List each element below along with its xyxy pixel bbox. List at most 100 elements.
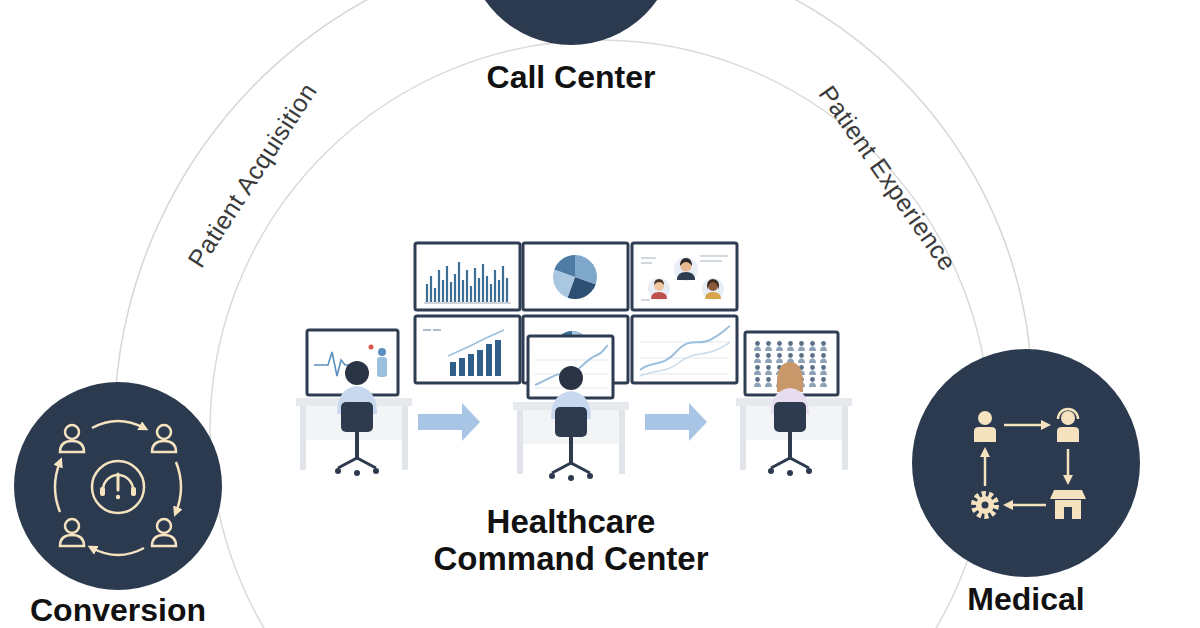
chart-axis [424, 303, 511, 304]
wall-screen [632, 316, 737, 383]
orbit-connector [117, 0, 468, 382]
circle-outline [466, 0, 676, 45]
chair-back [774, 402, 806, 432]
chair-wheel [354, 470, 360, 476]
flow-arrow [418, 403, 480, 441]
person-icon [152, 425, 176, 452]
desk-leg [740, 406, 746, 470]
bar [468, 354, 474, 376]
pie-slice [554, 255, 575, 277]
person-icon [60, 519, 84, 546]
bar [486, 344, 492, 376]
cycle-arrow [55, 462, 60, 512]
bar [477, 350, 483, 376]
conversion-icon [55, 421, 181, 555]
operator-head [559, 366, 583, 390]
cycle-arrow [92, 548, 144, 555]
text-lines [641, 256, 728, 300]
patient-grid [752, 340, 829, 388]
node-label: Call Center [487, 59, 656, 95]
workstation [513, 336, 629, 481]
wall-screen [415, 243, 520, 310]
circle-outline [14, 382, 222, 590]
flow-arrow [984, 452, 987, 486]
command-center-illustration [296, 243, 852, 481]
wall-screen [415, 316, 520, 383]
chair-back [555, 407, 587, 437]
orbit-connector [675, 0, 1029, 349]
bar-chart [427, 262, 507, 302]
avatar-bg [674, 257, 698, 281]
edge-label: Patient Experience [813, 80, 963, 276]
headset-ear [131, 487, 136, 496]
desk-leg [619, 410, 625, 474]
cycle-arrow [176, 462, 181, 512]
flow-arrow [1067, 449, 1070, 480]
chair-wheel [549, 473, 555, 479]
wall-screen [523, 243, 628, 310]
bar [459, 358, 465, 376]
gear-teeth [974, 494, 996, 516]
bar [450, 362, 456, 376]
flow-arrow [1008, 504, 1046, 507]
chart-line [640, 326, 730, 370]
heart-mark [369, 345, 374, 350]
avatar-bg [702, 278, 724, 300]
desk-leg [300, 406, 306, 470]
store-awning [1050, 490, 1086, 499]
node-label: Medical [967, 581, 1084, 617]
headset [1058, 409, 1078, 419]
line-chart [640, 326, 730, 376]
wall-screen [632, 243, 737, 310]
person-icon [60, 425, 84, 452]
store-door [1064, 507, 1072, 519]
node-caption: Medical [967, 581, 1084, 617]
chair-wheel [335, 468, 341, 474]
inner-ring [210, 40, 990, 628]
chair-base [771, 458, 809, 468]
circle-fill [14, 382, 222, 590]
dash-line [423, 329, 441, 331]
rising-bar-chart [423, 330, 504, 376]
monitor [307, 330, 398, 395]
chair-wheel [768, 468, 774, 474]
chair-back [341, 402, 373, 432]
circle-outline [912, 349, 1140, 577]
avatar-hair [654, 279, 664, 285]
flow-arrow [645, 403, 707, 441]
service-circle: Conversion [14, 382, 222, 590]
avatar-hair [680, 258, 692, 266]
node-caption: Call Center [487, 59, 656, 95]
monitor [745, 332, 838, 395]
avatar-bg [648, 278, 670, 300]
desk-leg [842, 406, 848, 470]
alert-mark [117, 474, 120, 490]
service-circle: Medical [912, 349, 1140, 577]
avatar-body [651, 292, 667, 299]
operator-hair [777, 362, 803, 392]
monitor [528, 336, 613, 398]
cycle-arrow [92, 421, 144, 428]
circle-fill [466, 0, 676, 45]
avatar-panel [641, 256, 728, 300]
person-icon [974, 411, 996, 442]
chart-line [640, 342, 730, 376]
chair-post [355, 432, 359, 460]
operator-head [779, 363, 801, 385]
trend-line [448, 330, 504, 356]
chair-wheel [806, 468, 812, 474]
chair-base [338, 458, 376, 468]
center-title: Healthcare Command Center [421, 503, 721, 577]
gear-body [976, 496, 994, 514]
store-body [1055, 500, 1081, 519]
chair-post [788, 432, 792, 460]
medical-icon [974, 409, 1086, 519]
pie-chart [553, 255, 597, 299]
circle-fill [912, 349, 1140, 577]
chair-wheel [587, 473, 593, 479]
desk-leg [517, 410, 523, 474]
chair-base [552, 463, 590, 473]
